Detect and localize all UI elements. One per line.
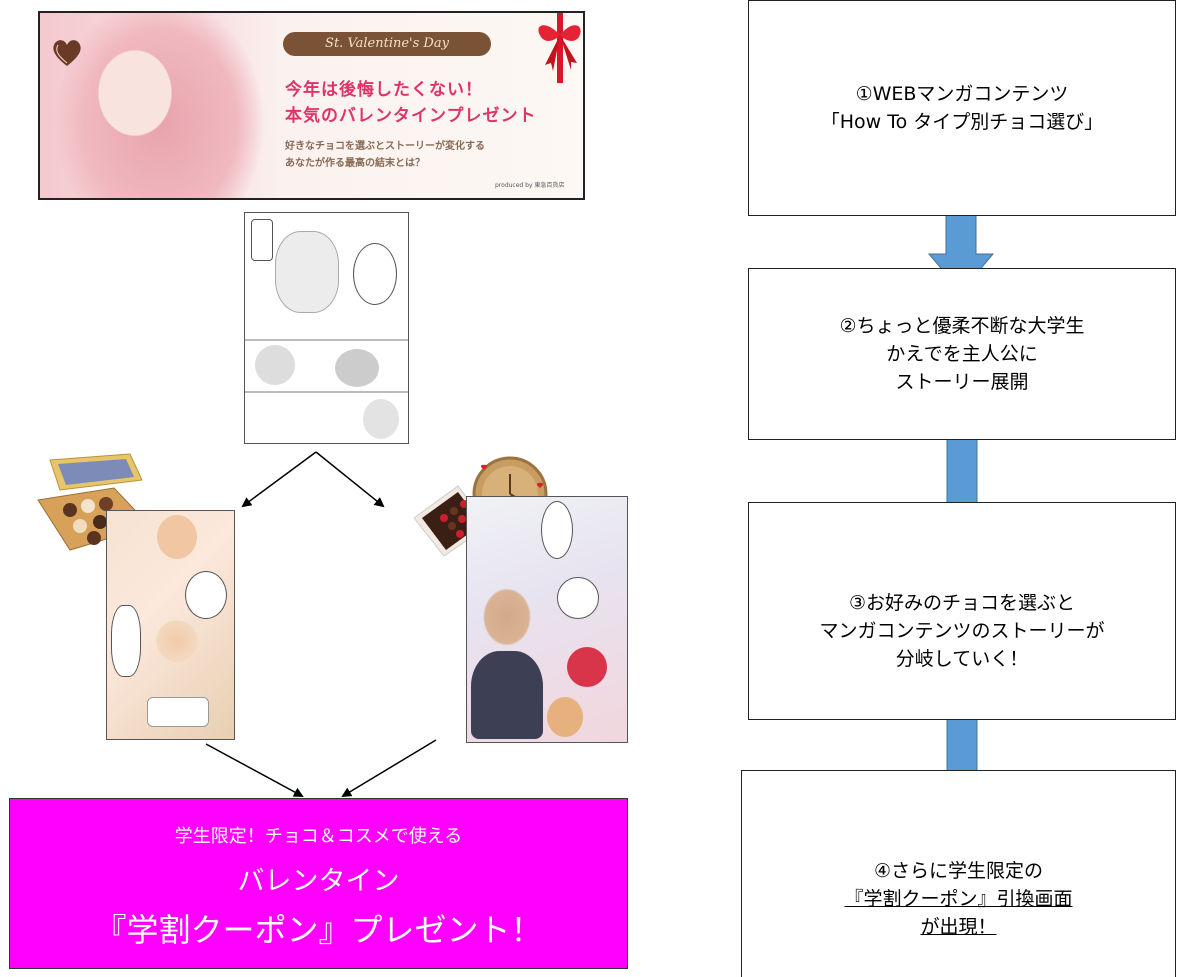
banner-subtext-2: あなたが作る最高の結末とは？ bbox=[285, 158, 425, 169]
manga-page-branch-a bbox=[106, 510, 235, 740]
flow-step-2-line-1: ②ちょっと優柔不断な大学生 bbox=[839, 315, 1085, 337]
speech-bubble bbox=[251, 219, 273, 261]
banner-headline-1: 今年は後悔したくない！ bbox=[285, 80, 483, 100]
flow-step-4-line-1: ④さらに学生限定の bbox=[873, 860, 1044, 882]
flow-step-3-line-3: 分岐していく！ bbox=[895, 648, 1029, 670]
coupon-title: バレンタイン bbox=[237, 866, 400, 897]
manga-panel-figure bbox=[147, 697, 209, 727]
banner-credit: produced by 東急百貨店 bbox=[495, 182, 565, 189]
flow-step-2-line-3: ストーリー展開 bbox=[895, 371, 1029, 393]
manga-panel-figure bbox=[567, 647, 607, 687]
manga-character-man bbox=[471, 651, 543, 739]
arrow-a-to-coupon bbox=[205, 743, 304, 797]
flow-step-3: ③お好みのチョコを選ぶと マンガコンテンツのストーリーが 分岐していく！ bbox=[748, 502, 1176, 720]
speech-bubble bbox=[111, 605, 141, 677]
arrow-to-branch-b bbox=[315, 451, 385, 508]
promo-banner[interactable]: St. Valentine's Day 今年は後悔したくない！ 本気のバレンタイ… bbox=[38, 11, 585, 200]
manga-panel-figure bbox=[335, 349, 379, 387]
flow-step-3-line-2: マンガコンテンツのストーリーが bbox=[819, 620, 1105, 642]
coupon-headline: 『学割クーポン』プレゼント！ bbox=[94, 911, 543, 949]
banner-subtext-1: 好きなチョコを選ぶとストーリーが変化する bbox=[285, 141, 485, 152]
coupon-tagline: 学生限定！チョコ＆コスメで使える bbox=[174, 826, 463, 847]
manga-panel-figure bbox=[255, 345, 295, 385]
banner-headline-2: 本気のバレンタインプレゼント bbox=[285, 106, 537, 126]
speech-bubble bbox=[185, 571, 227, 619]
event-title: St. Valentine's Day bbox=[283, 32, 491, 56]
student-coupon-box[interactable]: 学生限定！チョコ＆コスメで使える バレンタイン 『学割クーポン』プレゼント！ bbox=[9, 798, 628, 969]
flow-step-3-line-1: ③お好みのチョコを選ぶと bbox=[848, 592, 1076, 614]
manga-panel-figure bbox=[363, 399, 399, 439]
manga-page-intro bbox=[244, 212, 409, 444]
manga-character-face bbox=[275, 231, 339, 313]
speech-bubble bbox=[541, 501, 573, 559]
ribbon-icon bbox=[538, 13, 581, 83]
flow-step-1-line-2: 「How To タイプ別チョコ選び」 bbox=[820, 111, 1104, 133]
manga-panel-figure bbox=[157, 515, 197, 559]
flow-step-2: ②ちょっと優柔不断な大学生 かえでを主人公に ストーリー展開 bbox=[748, 268, 1176, 440]
flow-step-2-line-2: かえでを主人公に bbox=[886, 343, 1038, 365]
manga-panel-figure bbox=[547, 697, 583, 737]
flow-step-4: ④さらに学生限定の 『学割クーポン』引換画面 が出現！ bbox=[741, 770, 1176, 977]
flow-step-1: ①WEBマンガコンテンツ 「How To タイプ別チョコ選び」 bbox=[748, 0, 1176, 216]
arrow-b-to-coupon bbox=[341, 739, 437, 798]
arrow-to-branch-a bbox=[241, 451, 317, 508]
heart-chocolate-icon bbox=[53, 40, 81, 66]
flow-step-4-line-3: が出現！ bbox=[920, 916, 997, 938]
flow-step-1-line-1: ①WEBマンガコンテンツ bbox=[855, 83, 1069, 105]
speech-bubble bbox=[557, 577, 599, 619]
flow-step-4-line-2: 『学割クーポン』引換画面 bbox=[844, 888, 1073, 910]
speech-bubble bbox=[353, 243, 397, 305]
manga-page-branch-b bbox=[466, 496, 628, 743]
